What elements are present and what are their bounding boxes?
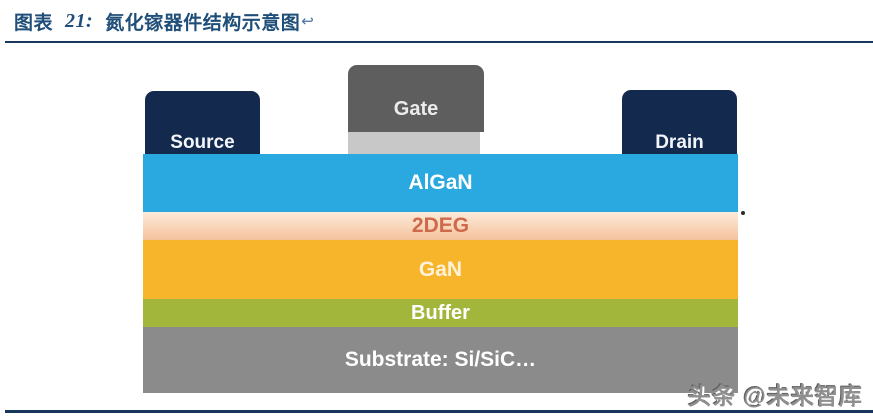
bottom-divider-rule	[5, 410, 873, 413]
source-label: Source	[170, 132, 235, 153]
gate-electrode-block: Gate	[348, 65, 484, 132]
gate-stem-block	[348, 132, 480, 154]
caption-divider-rule	[5, 41, 873, 43]
layer-substrate-label: Substrate: Si/SiC…	[344, 348, 537, 371]
gate-label: Gate	[393, 98, 439, 120]
drain-label: Drain	[655, 132, 704, 153]
layer-buffer: Buffer	[143, 299, 738, 327]
figure-number: 21:	[65, 9, 94, 32]
figure-caption: 图表 21: 氮化镓器件结构示意图 ↩	[14, 7, 314, 35]
layer-gan-label: GaN	[418, 257, 463, 281]
layer-algan-label: AlGaN	[408, 171, 473, 194]
watermark-text: 头条 @未来智库	[688, 383, 863, 409]
layer-algan: AlGaN	[143, 154, 738, 212]
figure-title: 氮化镓器件结构示意图	[105, 12, 301, 34]
layer-substrate: Substrate: Si/SiC…	[143, 327, 738, 393]
watermark: 头条 @未来智库	[688, 377, 863, 411]
stray-dot-artifact	[741, 211, 745, 215]
layer-2deg-label: 2DEG	[411, 214, 470, 237]
layer-2deg: 2DEG	[143, 212, 738, 240]
figure-caption-label: 图表	[14, 12, 54, 34]
layer-buffer-label: Buffer	[411, 301, 470, 324]
paragraph-return-mark: ↩	[301, 13, 315, 30]
layer-gan: GaN	[143, 240, 738, 299]
